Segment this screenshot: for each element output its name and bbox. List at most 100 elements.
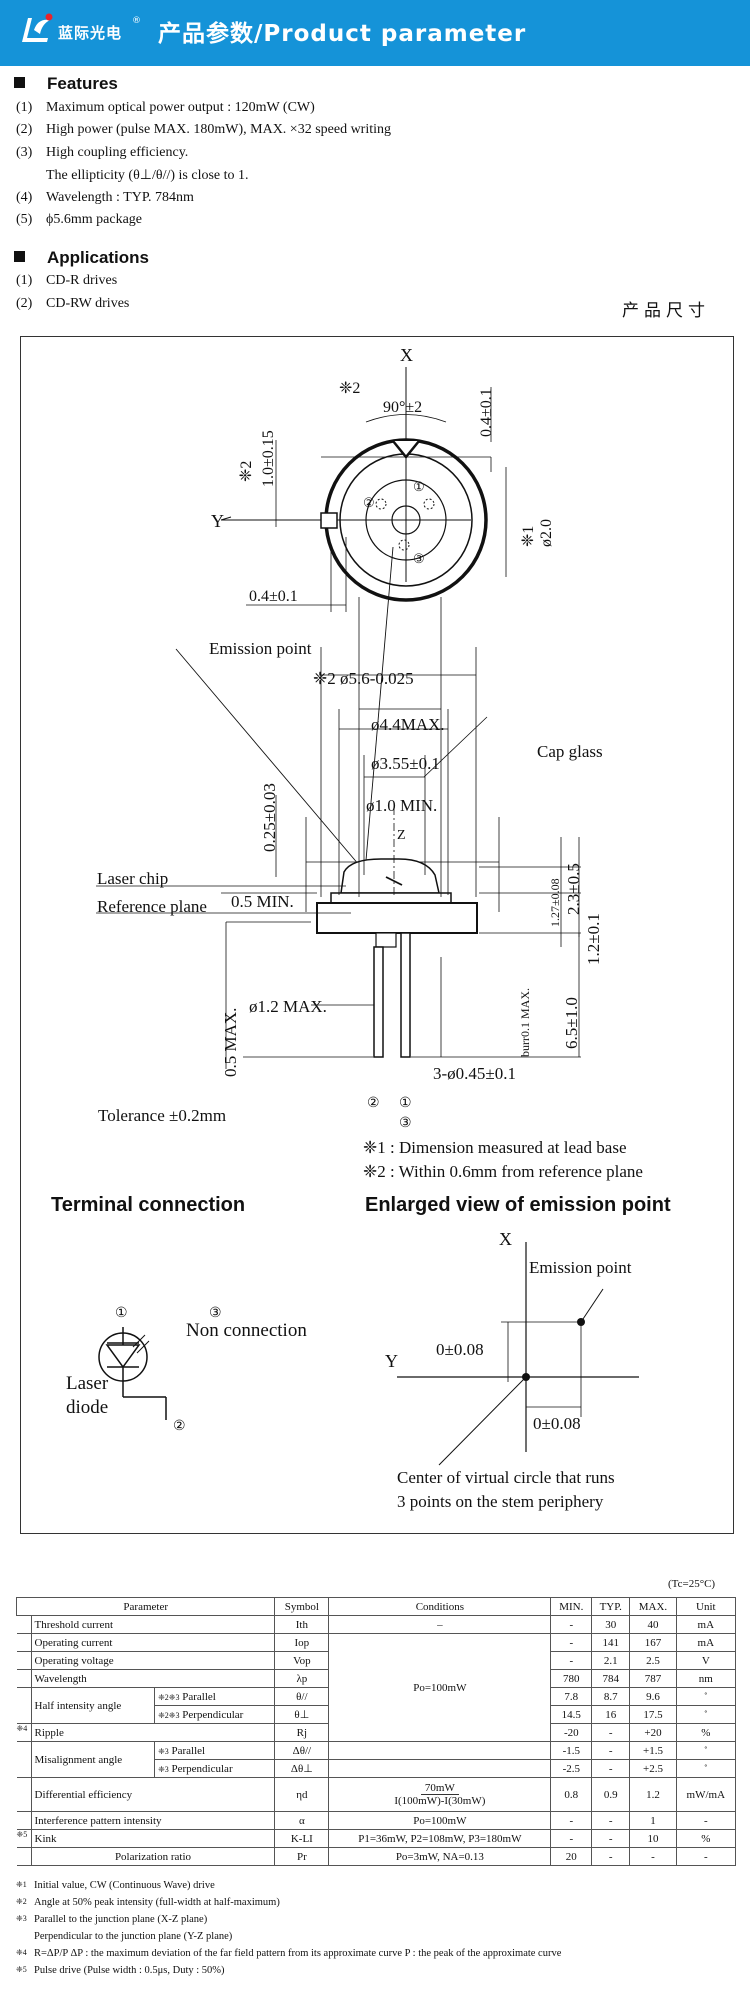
- table-cell: -: [591, 1723, 631, 1742]
- table-cell: Operating voltage: [30, 1651, 276, 1670]
- feature-item: The ellipticity (θ⊥/θ//) is close to 1.: [46, 168, 249, 183]
- table-cell: [16, 1669, 31, 1688]
- table-cell: [16, 1633, 31, 1652]
- top-pin3: ③: [413, 551, 425, 566]
- table-cell: Δθ//: [274, 1741, 330, 1760]
- features-heading: Features: [14, 74, 118, 94]
- top-dim-10: 1.0±0.15: [260, 430, 277, 487]
- table-cell: P1=36mW, P2=108mW, P3=180mW: [328, 1829, 552, 1848]
- top-pin2: ②: [363, 495, 375, 510]
- logo-text: 蓝际光电: [58, 24, 123, 42]
- col-header: Conditions: [328, 1597, 552, 1616]
- terminal-pin3: ③: [209, 1306, 222, 1321]
- table-cell: -: [591, 1741, 631, 1760]
- table-cell: ❈5: [16, 1829, 31, 1848]
- table-cell: ˚: [675, 1759, 737, 1778]
- top-mark2: ❈2: [339, 380, 360, 397]
- table-cell: %: [675, 1829, 737, 1848]
- table-cell: Iop: [274, 1633, 330, 1652]
- table-cell: [328, 1759, 552, 1778]
- table-cell: [16, 1687, 31, 1724]
- table-cell: ηd: [274, 1777, 330, 1812]
- enlarged-dx: 0±0.08: [533, 1414, 581, 1433]
- bullet-square-icon: [14, 77, 25, 88]
- table-cell: ❈3 Parallel: [154, 1741, 276, 1760]
- table-cell: 787: [629, 1669, 677, 1688]
- enlarged-title: Enlarged view of emission point: [365, 1194, 671, 1216]
- table-cell: -: [675, 1847, 737, 1866]
- table-row: Operating current Iop Po=100mW - 141 167…: [16, 1633, 737, 1742]
- table-cell: -: [591, 1847, 631, 1866]
- table-cell: 0.8: [550, 1777, 593, 1812]
- side-min05: 0.5 MIN.: [231, 892, 294, 911]
- table-cell: -: [591, 1811, 631, 1830]
- side-burr: burr0.1 MAX.: [518, 988, 532, 1057]
- application-item: (2)CD-RW drives: [16, 296, 130, 311]
- table-cell: Ith: [274, 1615, 330, 1634]
- table-cell: K-LI: [274, 1829, 330, 1848]
- table-cell: [16, 1811, 31, 1830]
- table-cell: θ//: [274, 1687, 330, 1706]
- table-cell: Threshold current: [30, 1615, 276, 1634]
- table-cell: -: [550, 1651, 593, 1670]
- table-cell: Kink: [30, 1829, 276, 1848]
- side-z: Z: [397, 828, 406, 843]
- table-row: ❈3 Perpendicular Δθ⊥ -2.5 - +2.5 ˚: [17, 1759, 737, 1778]
- side-d44: ø4.4MAX.: [371, 715, 445, 734]
- side-v127: 1.27±0.08: [548, 878, 562, 927]
- table-cell: 2.5: [629, 1651, 677, 1670]
- side-v65: 6.5±1.0: [562, 997, 581, 1049]
- table-cell: Pr: [274, 1847, 330, 1866]
- table-cell: mA: [675, 1633, 737, 1652]
- side-note1: ❈1 : Dimension measured at lead base: [363, 1138, 627, 1157]
- table-cell: ˚: [675, 1705, 737, 1724]
- feature-item: (5)ϕ5.6mm package: [16, 212, 143, 227]
- table-cell: Po=100mW: [328, 1811, 552, 1830]
- table-cell: 14.5: [550, 1705, 593, 1724]
- table-row: ❈5 Kink K-LI P1=36mW, P2=108mW, P3=180mW…: [16, 1829, 737, 1848]
- top-angle: 90°±2: [383, 399, 422, 416]
- table-cell: -: [550, 1811, 593, 1830]
- table-cell: 1.2: [629, 1777, 677, 1812]
- table-cell: Half intensity angle: [30, 1687, 156, 1724]
- feature-item: (3)High coupling efficiency.: [16, 145, 189, 160]
- terminal-title: Terminal connection: [51, 1194, 245, 1216]
- table-cell: 40: [629, 1615, 677, 1634]
- top-dim-d20: ø2.0: [538, 519, 555, 547]
- table-cell: ❈3 Perpendicular: [154, 1759, 276, 1778]
- table-cell: -: [550, 1615, 593, 1634]
- side-reference-plane: Reference plane: [97, 897, 207, 916]
- table-row: Interference pattern intensity α Po=100m…: [16, 1811, 737, 1830]
- table-cell: 8.7: [591, 1687, 631, 1706]
- col-header: MIN.: [550, 1597, 593, 1616]
- side-emission-point: Emission point: [209, 639, 312, 658]
- feature-item: (1)Maximum optical power output : 120mW …: [16, 100, 315, 115]
- table-cell: ˚: [675, 1687, 737, 1706]
- side-tolerance: Tolerance ±0.2mm: [98, 1106, 226, 1125]
- table-cell: 141: [591, 1633, 631, 1652]
- table-cell: Operating current: [30, 1633, 276, 1652]
- table-cell: Polarization ratio: [30, 1847, 276, 1866]
- side-v23: 2.3±0.5: [564, 863, 583, 915]
- table-cell: [16, 1847, 31, 1866]
- table-cell: [328, 1741, 552, 1760]
- side-d10: ø1.0 MIN.: [366, 796, 437, 815]
- bullet-square-icon: [14, 251, 25, 262]
- table-cell: α: [274, 1811, 330, 1830]
- table-cell: +1.5: [629, 1741, 677, 1760]
- table-row: Operating voltage Vop - 2.1 2.5 V: [16, 1651, 737, 1670]
- table-cell: Ripple: [30, 1723, 276, 1742]
- top-x-label: X: [400, 345, 413, 365]
- table-cell: -: [675, 1811, 737, 1830]
- table-cell: -2.5: [550, 1759, 593, 1778]
- col-header: TYP.: [591, 1597, 631, 1616]
- table-cell: +2.5: [629, 1759, 677, 1778]
- enlarged-center-line2: 3 points on the stem periphery: [397, 1492, 604, 1511]
- top-y-label: Y: [211, 511, 224, 531]
- table-cell: 9.6: [629, 1687, 677, 1706]
- col-header: Parameter: [15, 1597, 276, 1616]
